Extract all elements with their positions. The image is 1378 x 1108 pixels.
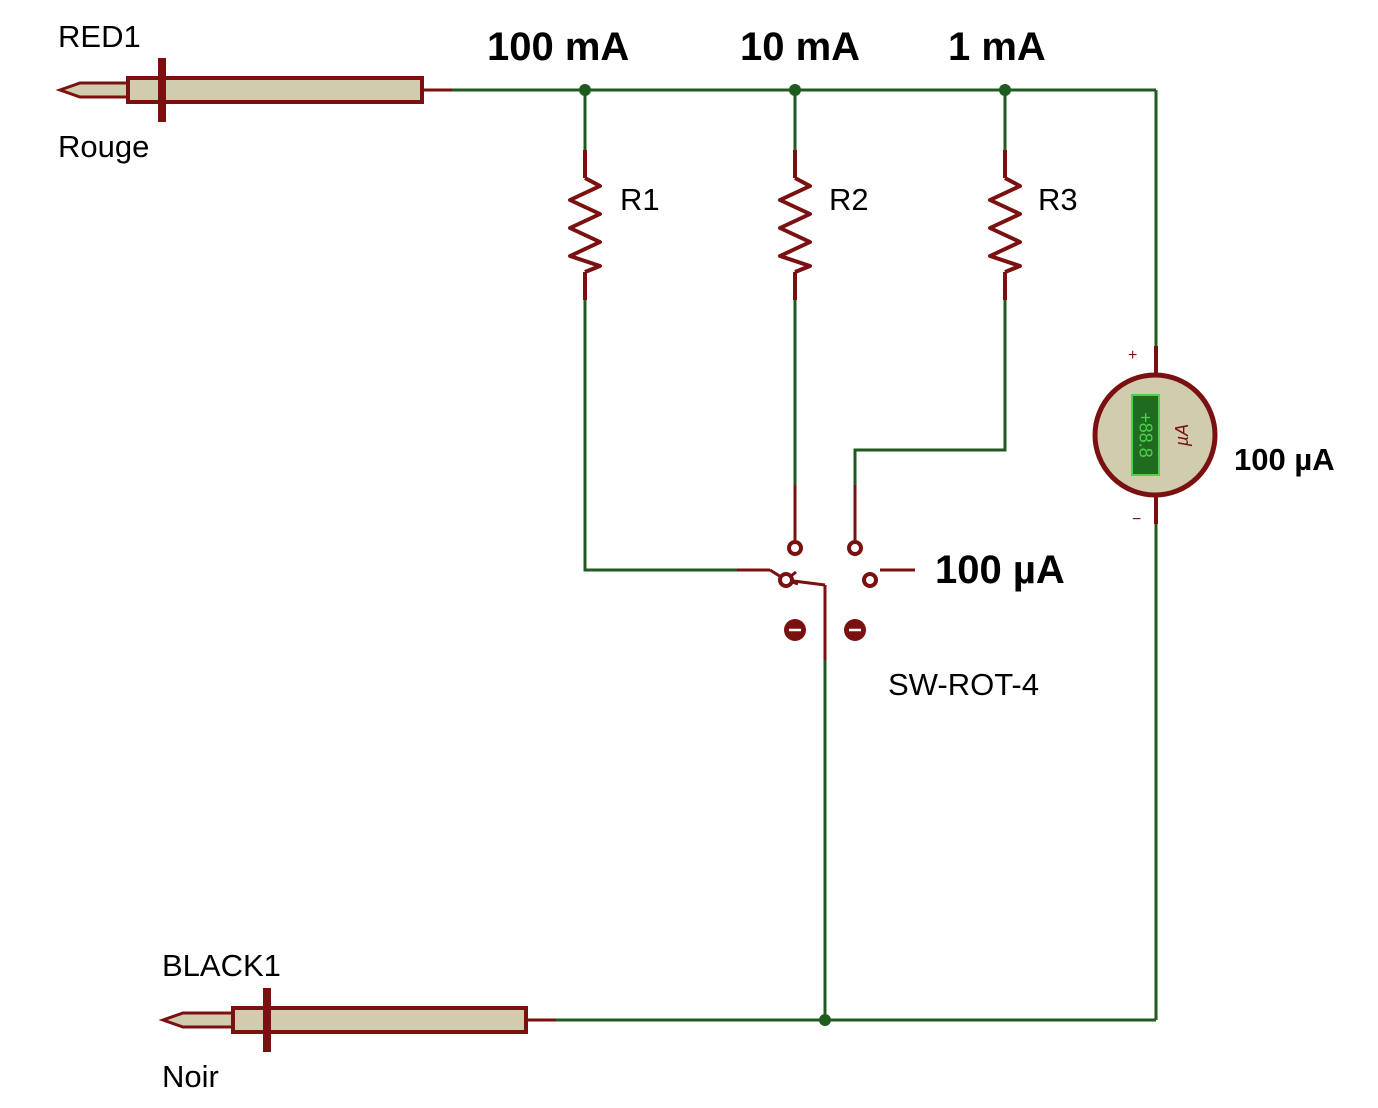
range-label-100ua: 100 µA — [935, 548, 1065, 592]
range-label-100ma: 100 mA — [487, 25, 629, 69]
resistor-r3-label: R3 — [1038, 182, 1078, 217]
black-probe-value-label: Noir — [162, 1059, 219, 1094]
ammeter-minus-sign: − — [1132, 511, 1141, 528]
switch-contact — [778, 572, 794, 588]
resistor-zigzag — [568, 176, 602, 274]
resistor-r3 — [988, 150, 1022, 300]
red-probe-value-label: Rouge — [58, 129, 149, 164]
resistor-r1-label: R1 — [620, 182, 660, 217]
ammeter-display — [1131, 394, 1160, 476]
r1-to-switch-wire — [583, 300, 737, 572]
junctions — [579, 84, 1011, 1026]
labels: RED1 Rouge BLACK1 Noir 100 mA 10 mA 1 mA… — [58, 19, 1335, 1094]
black-probe — [158, 988, 556, 1052]
probe-body — [231, 1006, 528, 1034]
probe-tip — [55, 81, 130, 99]
junction-dot — [819, 1014, 831, 1026]
switch-label: SW-ROT-4 — [888, 667, 1039, 702]
ammeter-unit: µA — [1172, 424, 1192, 447]
ammeter-plus-sign: + — [1128, 347, 1137, 364]
switch-contact — [787, 540, 803, 556]
ammeter: +88.8 µA + − — [1092, 346, 1218, 528]
ammeter-display-value: +88.8 — [1136, 412, 1156, 458]
junction-dot — [789, 84, 801, 96]
range-label-10ma: 10 mA — [740, 25, 860, 69]
switch-contact — [847, 540, 863, 556]
range-label-1ma: 1 mA — [948, 25, 1046, 69]
resistor-r1 — [568, 150, 602, 300]
resistor-r2-label: R2 — [829, 182, 869, 217]
probe-tip — [158, 1011, 235, 1029]
probe-body — [126, 76, 424, 104]
resistor-zigzag — [778, 176, 812, 274]
red-probe-ref-label: RED1 — [58, 19, 141, 54]
red-probe — [55, 58, 452, 122]
resistor-zigzag — [988, 176, 1022, 274]
black-probe-ref-label: BLACK1 — [162, 948, 281, 983]
resistor-r2 — [778, 150, 812, 300]
rotary-switch — [737, 485, 915, 660]
switch-contact — [862, 572, 878, 588]
ammeter-label: 100 µA — [1234, 442, 1335, 477]
junction-dot — [579, 84, 591, 96]
r3-to-switch-wire — [853, 300, 1007, 485]
junction-dot — [999, 84, 1011, 96]
